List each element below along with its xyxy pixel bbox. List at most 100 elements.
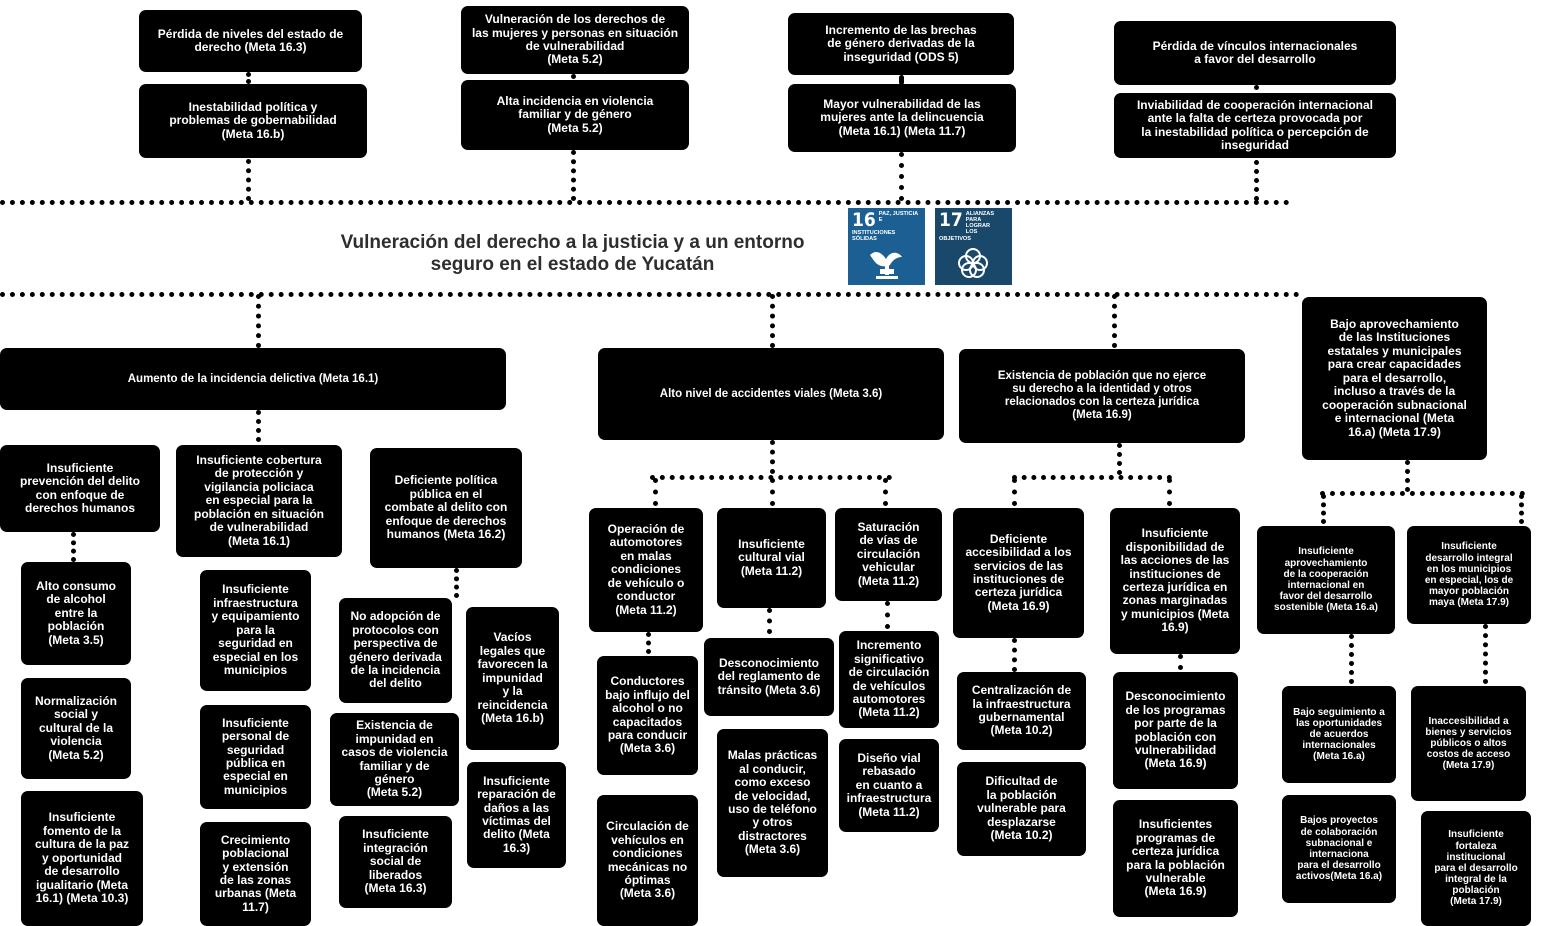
c1-sub3-item2-text: Existencia de impunidad en casos de viol… [341,718,448,800]
c2-sub1-line [653,478,658,506]
c3-down-line [1117,443,1122,475]
c4-sub1-item1-box: Bajo seguimiento a las oportunidades de … [1282,686,1396,783]
c1-sub1-text: Insuficiente prevención del delito con e… [19,460,141,515]
effect-2-bottom-text: Alta incidencia en violencia familiar y … [496,93,654,135]
c3-sub1-item1-text: Centralización de la infraestructura gub… [971,683,1072,738]
c1-sub3-item4-text: Vacíos legales que favorecen la impunida… [477,630,548,726]
c2-sub3-box: Saturación de vías de circulación vehicu… [835,508,942,601]
c2-sub1-item1-box: Conductores bajo influjo del alcohol o n… [597,656,698,775]
sdg-17-number: 17 [939,209,963,231]
cause-2-box: Alto nivel de accidentes viales (Meta 3.… [598,348,944,440]
c2-sub3-item1-box: Incremento significativo de circulación … [839,631,939,728]
c2-sub1-item2-text: Circulación de vehículos en condiciones … [606,819,689,901]
effect-3-connector [899,152,904,201]
c1-sub2-item3-box: Crecimiento poblacional y extensión de l… [200,822,311,926]
c1-sub3-item5-box: Insuficiente reparación de daños a las v… [467,762,566,868]
c1-sub2-item2-box: Insuficiente personal de seguridad públi… [200,705,311,809]
c3-sub2-item-line [1178,654,1183,670]
effect-1-bottom-box: Inestabilidad política y problemas de go… [139,84,367,158]
cause-1-text: Aumento de la incidencia delictiva (Meta… [127,372,379,385]
sdg-17-badge: 17 ALIANZAS PARA LOGRAR LOS OBJETIVOS [935,208,1012,285]
c2-sub3-line [883,478,888,506]
c4-sub2-item2-box: Insuficiente fortaleza institucional par… [1421,811,1531,926]
c2-down-line [770,440,775,474]
c2-sub2-item2-box: Malas prácticas al conducir, como exceso… [717,729,828,877]
causes-bus-line [0,292,1300,297]
c1-down-line [256,410,261,442]
c1-sub2-item1-text: Insuficiente infraestructura y equipamie… [211,582,300,678]
effect-3-top-box: Incremento de las brechas de género deri… [788,13,1014,75]
cause-3-box: Existencia de población que no ejerce su… [959,349,1245,443]
c3-sub2-box: Insuficiente disponibilidad de las accio… [1110,508,1240,654]
c1-sub1-item1-box: Alto consumo de alcohol entre la poblaci… [21,562,131,665]
effect-1-top-box: Pérdida de niveles del estado de derecho… [139,10,362,72]
cause-2-connector [770,294,775,348]
c1-sub1-item2-text: Normalización social y cultural de la vi… [34,693,118,762]
effect-4-bottom-box: Inviabilidad de cooperación internaciona… [1114,93,1396,158]
cause-3-connector [1112,294,1117,348]
c2-sub3-item-line [885,601,890,629]
rings-icon [958,248,988,278]
c1-sub1-item1-text: Alto consumo de alcohol entre la poblaci… [36,578,116,647]
c4-branch-line [1320,491,1525,496]
c2-sub3-item2-text: Diseño vial rebasado en cuanto a infraes… [846,750,932,819]
c1-sub3-box: Deficiente política pública en el combat… [370,448,522,568]
c1-sub3-item1-box: No adopción de protocolos con perspectiv… [339,598,452,703]
effect-4-connector [1254,160,1259,201]
sdg-17-label: ALIANZAS PARA LOGRAR LOS OBJETIVOS [939,211,995,242]
c1-sub2-text: Insuficiente cobertura de protección y v… [193,452,324,548]
sdg-16-number: 16 [852,209,876,231]
c3-sub1-item-line [1012,638,1017,672]
c3-sub2-item2-box: Insuficientes programas de certeza juríd… [1113,800,1238,917]
cause-4-box: Bajo aprovechamiento de las Institucione… [1302,297,1487,460]
effect-pair-connector-1 [246,72,251,84]
effect-2-bottom-box: Alta incidencia en violencia familiar y … [461,80,689,150]
c2-sub1-item2-box: Circulación de vehículos en condiciones … [597,795,698,926]
c4-down-line [1405,460,1410,492]
c4-sub2-text: Insuficiente desarrollo integral en los … [1424,541,1514,609]
c4-sub1-text: Insuficiente aprovechamiento de la coope… [1274,546,1378,614]
effect-1-connector [246,159,251,201]
cause-3-text: Existencia de población que no ejerce su… [997,370,1207,421]
effect-4-bottom-text: Inviabilidad de cooperación internaciona… [1136,97,1374,152]
c1-sub3-text: Deficiente política pública en el combat… [384,473,508,542]
c3-sub2-line [1167,478,1172,506]
c3-sub1-item1-box: Centralización de la infraestructura gub… [957,672,1086,750]
c1-sub1-item-line [71,532,76,562]
effect-3-bottom-box: Mayor vulnerabilidad de las mujeres ante… [788,84,1016,152]
c2-sub3-item2-box: Diseño vial rebasado en cuanto a infraes… [839,739,939,832]
c1-sub1-item2-box: Normalización social y cultural de la vi… [21,678,131,779]
c1-sub3-item2-box: Existencia de impunidad en casos de viol… [330,713,459,806]
c2-sub2-item2-text: Malas prácticas al conducir, como exceso… [727,748,818,857]
c4-sub2-line [1519,494,1524,524]
c3-sub1-item2-text: Dificultad de la población vulnerable pa… [977,774,1066,843]
c3-sub1-box: Deficiente accesibilidad a los servicios… [953,508,1084,638]
c4-sub1-item2-box: Bajos proyectos de colaboración subnacio… [1282,795,1396,903]
c1-sub1-item3-text: Insuficiente fomento de la cultura de la… [34,810,130,906]
effect-4-top-box: Pérdida de vínculos internacionales a fa… [1114,21,1396,85]
c4-sub2-box: Insuficiente desarrollo integral en los … [1407,526,1531,624]
c2-sub2-line [770,478,775,506]
effect-2-top-box: Vulneración de los derechos de las mujer… [461,6,689,74]
c4-sub2-item1-box: Inaccesibilidad a bienes y servicios púb… [1411,686,1526,801]
c4-sub1-item-line [1349,634,1354,684]
c2-branch-line [650,475,892,480]
effect-pair-connector-2 [571,74,576,80]
c4-sub1-box: Insuficiente aprovechamiento de la coope… [1257,526,1395,634]
effect-1-bottom-text: Inestabilidad política y problemas de go… [169,99,337,141]
c3-sub2-item2-text: Insuficientes programas de certeza juríd… [1126,817,1225,899]
c2-sub1-item1-text: Conductores bajo influjo del alcohol o n… [605,674,690,756]
c2-sub2-text: Insuficiente cultural vial (Meta 11.2) [738,536,805,578]
c2-sub3-item1-text: Incremento significativo de circulación … [848,638,930,720]
effect-2-connector [571,150,576,201]
sdg-16-label: PAZ, JUSTICIA E INSTITUCIONES SÓLIDAS [852,211,919,243]
c1-sub3-item-line [454,568,459,598]
cause-2-text: Alto nivel de accidentes viales (Meta 3.… [659,387,883,400]
c3-sub1-text: Deficiente accesibilidad a los servicios… [965,531,1072,613]
c2-sub1-box: Operación de automotores en malas condic… [589,508,703,632]
c2-sub2-item1-text: Desconocimiento del reglamento de tránsi… [717,655,821,697]
c3-sub2-item1-box: Desconocimiento de los programas por par… [1113,672,1238,789]
c1-sub2-item2-text: Insuficiente personal de seguridad públi… [221,715,290,797]
c4-sub1-item2-text: Bajos proyectos de colaboración subnacio… [1295,815,1383,883]
c4-sub1-item1-text: Bajo seguimiento a las oportunidades de … [1293,706,1385,763]
